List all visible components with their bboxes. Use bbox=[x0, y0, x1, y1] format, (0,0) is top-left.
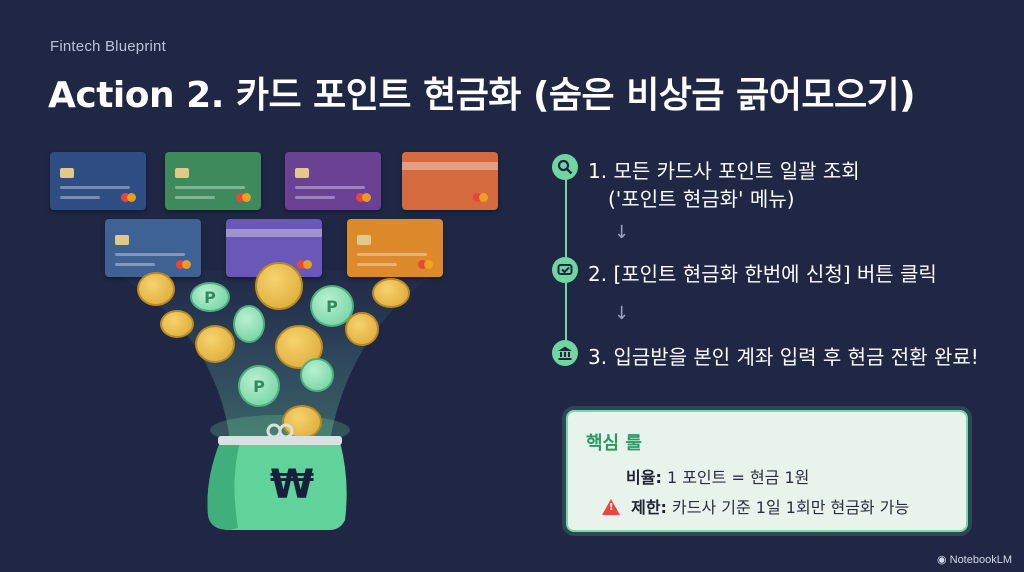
point-coin: P bbox=[310, 285, 354, 327]
coin bbox=[137, 272, 175, 306]
point-coin bbox=[233, 305, 265, 343]
limit-value: 카드사 기준 1일 1회만 현금화 가능 bbox=[672, 498, 910, 517]
bank-icon bbox=[552, 340, 578, 366]
step-1-text: 1. 모든 카드사 포인트 일괄 조회 bbox=[588, 159, 860, 183]
step-2-label: 2. [포인트 현금화 한번에 신청] 버튼 클릭 bbox=[588, 262, 937, 286]
arrow-down-icon: ↓ bbox=[614, 303, 630, 324]
page-title: Action 2. 카드 포인트 현금화 (숨은 비상금 긁어모으기) bbox=[48, 75, 916, 116]
ratio-value: 1 포인트 = 현금 1원 bbox=[666, 468, 810, 487]
card-to-wallet-illustration: P P P ₩ bbox=[50, 152, 498, 530]
credit-card bbox=[402, 152, 498, 210]
credit-card bbox=[347, 219, 443, 277]
ratio-label: 비율: bbox=[626, 468, 662, 487]
step-1-sublabel: ('포인트 현금화' 메뉴) bbox=[608, 187, 795, 211]
rule-ratio: 비율: 1 포인트 = 현금 1원 bbox=[626, 464, 809, 488]
point-coin bbox=[300, 358, 334, 392]
rule-limit: ! 제한: 카드사 기준 1일 1회만 현금화 가능 bbox=[602, 494, 909, 518]
coin bbox=[345, 312, 379, 346]
credit-card bbox=[285, 152, 381, 210]
search-icon bbox=[552, 154, 578, 180]
warning-icon: ! bbox=[602, 499, 620, 515]
credit-card bbox=[165, 152, 261, 210]
credit-card bbox=[50, 152, 146, 210]
notebooklm-logo-icon: ◉ bbox=[936, 554, 950, 566]
key-rules-box: 핵심 룰 비율: 1 포인트 = 현금 1원 ! 제한: 카드사 기준 1일 1… bbox=[566, 410, 968, 532]
kicker-label: Fintech Blueprint bbox=[50, 38, 166, 55]
coin bbox=[160, 310, 194, 338]
coin bbox=[282, 405, 322, 439]
point-coin: P bbox=[190, 282, 230, 312]
click-icon bbox=[552, 257, 578, 283]
coin bbox=[255, 262, 303, 310]
coin bbox=[372, 278, 410, 308]
won-symbol: ₩ bbox=[269, 462, 315, 508]
arrow-down-icon: ↓ bbox=[614, 222, 630, 243]
rules-title: 핵심 룰 bbox=[586, 433, 642, 454]
step-3-label: 3. 입금받을 본인 계좌 입력 후 현금 전환 완료! bbox=[588, 345, 979, 369]
limit-label: 제한: bbox=[631, 498, 667, 517]
credit-card bbox=[105, 219, 201, 277]
watermark-text: NotebookLM bbox=[949, 554, 1012, 566]
step-1-label: 1. 모든 카드사 포인트 일괄 조회 bbox=[588, 155, 860, 184]
wallet-icon bbox=[207, 423, 347, 530]
watermark: ◉ NotebookLM bbox=[937, 553, 1012, 566]
coin bbox=[195, 325, 235, 363]
point-coin: P bbox=[238, 365, 280, 407]
